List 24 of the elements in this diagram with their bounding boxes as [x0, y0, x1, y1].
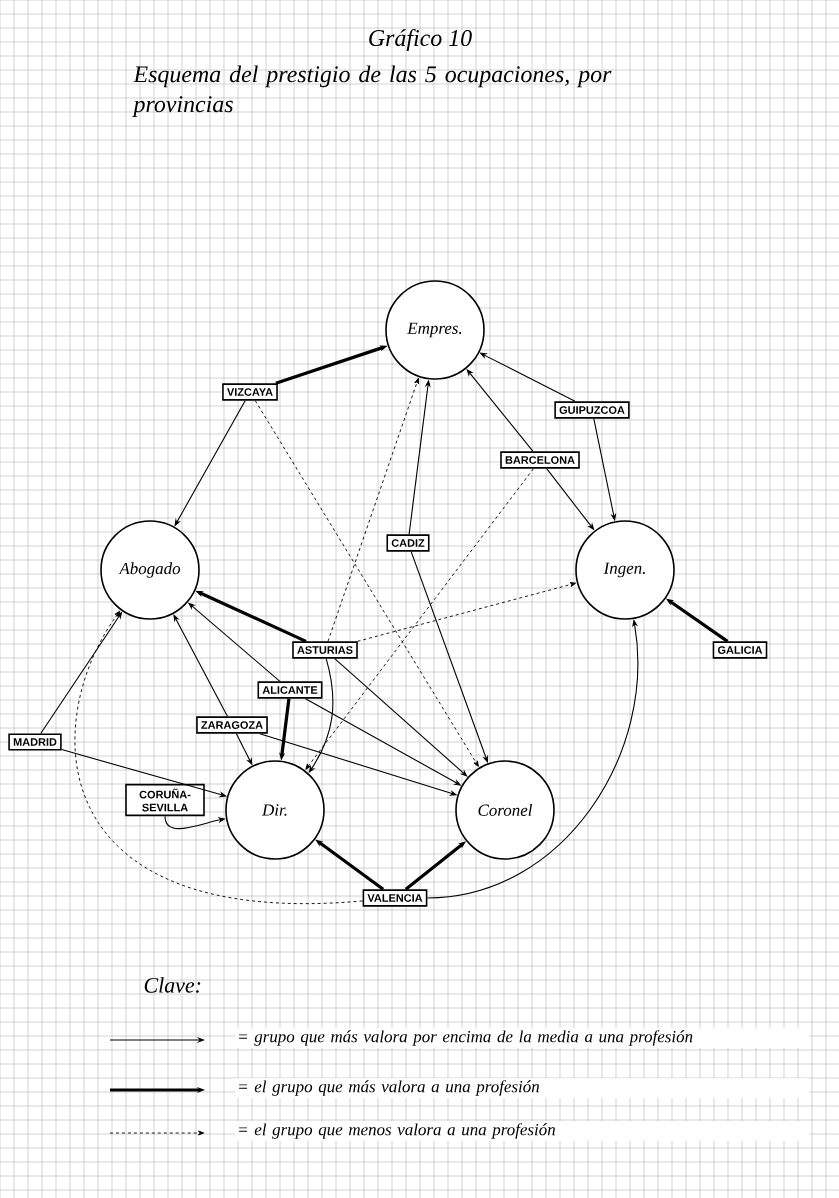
province-box: GUIPUZCOA — [554, 401, 630, 419]
province-box: MADRID — [8, 733, 62, 751]
province-box: GALICIA — [712, 641, 768, 659]
arrow — [334, 658, 468, 777]
legend-text: = grupo que más valora por encima de la media a una profesión — [235, 1028, 810, 1048]
legend-text: = el grupo que menos valora a una profesión — [235, 1121, 810, 1141]
arrow — [173, 614, 228, 717]
province-box: ALICANTE — [257, 681, 323, 699]
province-box: VALENCIA — [362, 889, 428, 907]
key-heading: Clave: — [144, 977, 201, 993]
arrow — [357, 582, 577, 642]
province-box: BARCELONA — [500, 451, 580, 469]
arrow — [305, 468, 534, 770]
arrow — [254, 400, 479, 767]
province-box: ZARAGOZA — [196, 716, 268, 734]
province-box: CADIZ — [386, 534, 430, 552]
arrow — [74, 610, 364, 904]
arrow — [327, 377, 419, 642]
title: Gráfico 10 — [369, 29, 472, 51]
province-box: VIZCAYA — [222, 383, 278, 401]
province-box: ASTURIAS — [292, 641, 358, 659]
legend-text: = el grupo que más valora a una profesión — [235, 1078, 810, 1098]
province-box: CORUÑA- SEVILLA — [125, 783, 205, 817]
subtitle: Esquema del prestigio de las 5 ocupaciones, por provincias — [132, 65, 612, 118]
